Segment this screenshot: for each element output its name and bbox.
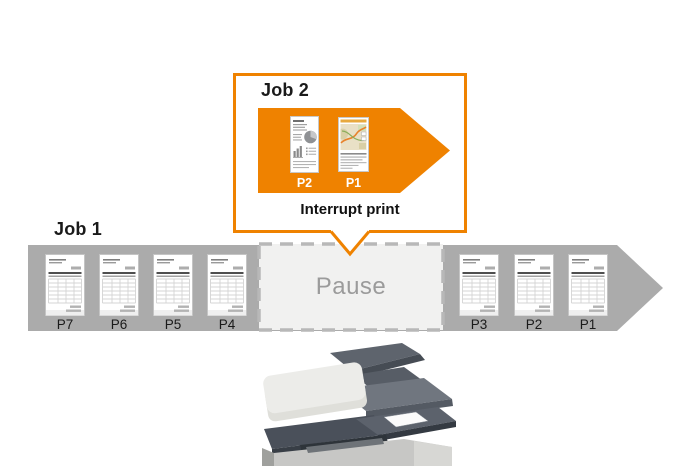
invoice-page-icon: [99, 254, 139, 316]
invoice-page-icon: [207, 254, 247, 316]
map-page-icon: [338, 117, 369, 172]
invoice-page-icon: [459, 254, 499, 316]
job1-page-label-p5: P5: [164, 317, 182, 332]
job1-page-label-p4: P4: [218, 317, 236, 332]
pause-block: [257, 242, 445, 332]
callout-notch-icon: [329, 230, 371, 257]
job1-page-label-p3: P3: [470, 317, 488, 332]
job1-page-label-p7: P7: [56, 317, 74, 332]
interrupt-print-caption: Interrupt print: [300, 201, 400, 218]
invoice-page-icon: [514, 254, 554, 316]
job1-title: Job 1: [54, 219, 103, 239]
pause-label: Pause: [315, 273, 387, 300]
job2-title: Job 2: [261, 80, 310, 100]
job1-page-label-p2: P2: [525, 317, 543, 332]
invoice-page-icon: [45, 254, 85, 316]
job1-page-label-p1: P1: [579, 317, 597, 332]
invoice-page-icon: [153, 254, 193, 316]
printer-illustration: [262, 343, 456, 466]
invoice-page-icon: [568, 254, 608, 316]
job1-page-label-p6: P6: [110, 317, 128, 332]
report-page-icon: [290, 116, 319, 173]
job2-page-label-p1: P1: [345, 176, 362, 190]
job2-page-label-p2: P2: [296, 176, 313, 190]
